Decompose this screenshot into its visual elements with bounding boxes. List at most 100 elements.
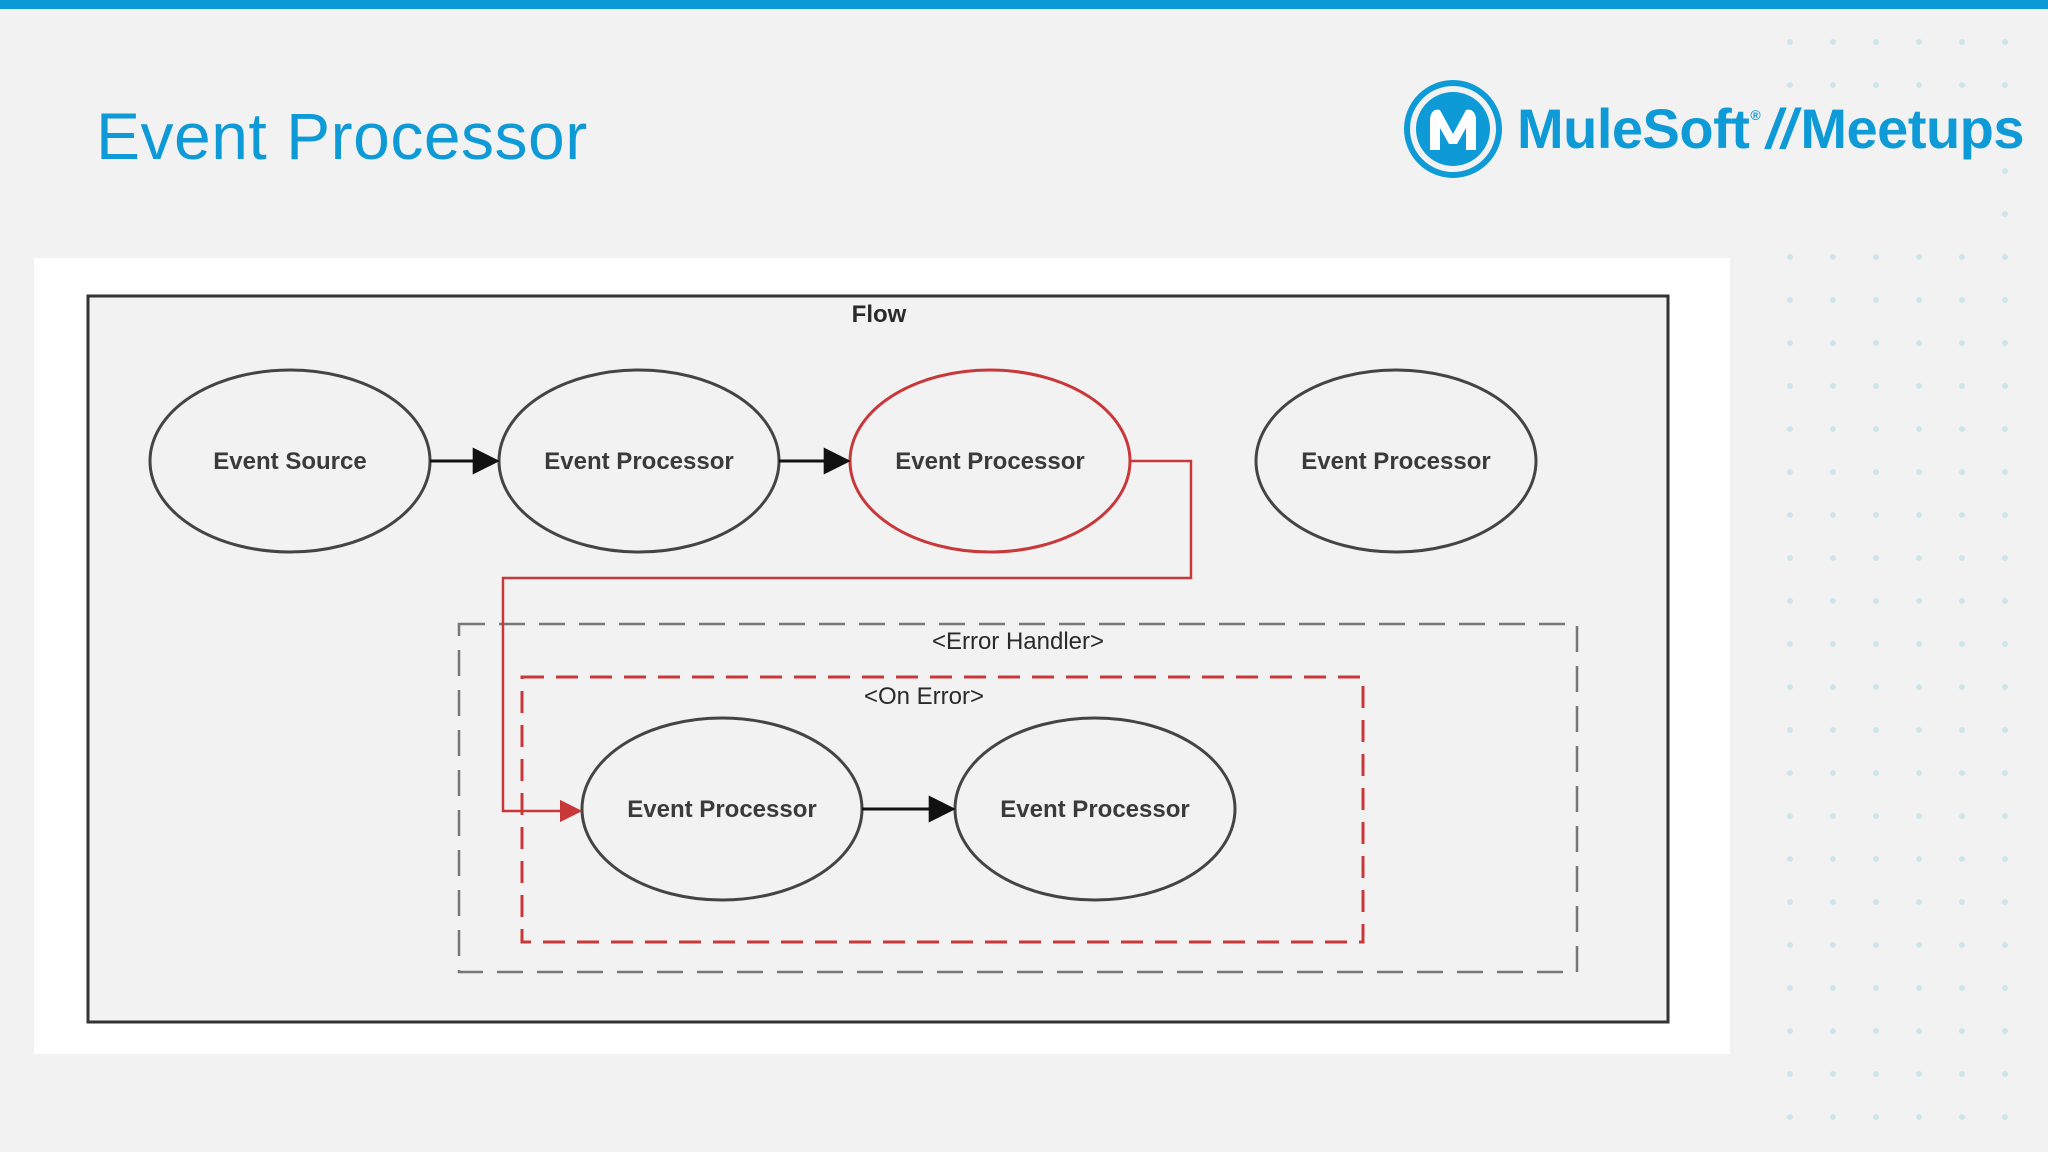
grid-dot <box>1787 383 1793 389</box>
grid-dot <box>1916 985 1922 991</box>
grid-dot <box>1830 985 1836 991</box>
grid-dot <box>1959 1114 1965 1120</box>
grid-dot <box>1959 684 1965 690</box>
grid-dot <box>1830 512 1836 518</box>
grid-dot <box>1787 727 1793 733</box>
grid-dot <box>1916 383 1922 389</box>
event-processor-label-1: Event Processor <box>544 448 733 475</box>
grid-dot <box>2002 985 2008 991</box>
grid-dot <box>1916 297 1922 303</box>
grid-dot <box>1873 555 1879 561</box>
grid-dot <box>1873 813 1879 819</box>
error-event-processor-label-1: Event Processor <box>627 796 816 823</box>
grid-dot <box>1959 641 1965 647</box>
logo-wordmark: MuleSoft®//Meetups <box>1517 96 2025 161</box>
error-handler-label: <Error Handler> <box>932 628 1104 655</box>
grid-dot <box>1830 469 1836 475</box>
grid-dot <box>2002 512 2008 518</box>
grid-dot <box>1916 512 1922 518</box>
grid-dot <box>1873 770 1879 776</box>
grid-dot <box>2002 899 2008 905</box>
grid-dot <box>1873 856 1879 862</box>
grid-dot <box>2002 770 2008 776</box>
grid-dot <box>1873 641 1879 647</box>
on-error-container <box>520 675 1365 944</box>
grid-dot <box>1959 598 1965 604</box>
grid-dot <box>1959 297 1965 303</box>
grid-dot <box>1787 426 1793 432</box>
grid-dot <box>1916 39 1922 45</box>
grid-dot <box>1787 598 1793 604</box>
grid-dot <box>1959 426 1965 432</box>
grid-dot <box>1916 340 1922 346</box>
grid-dot <box>1959 985 1965 991</box>
flow-label: Flow <box>852 301 907 328</box>
grid-dot <box>1787 641 1793 647</box>
grid-dot <box>1916 1071 1922 1077</box>
grid-dot <box>1787 1114 1793 1120</box>
grid-dot <box>1916 426 1922 432</box>
grid-dot <box>2002 254 2008 260</box>
grid-dot <box>1873 39 1879 45</box>
grid-dot <box>1873 297 1879 303</box>
grid-dot <box>2002 469 2008 475</box>
dot-grid-decoration <box>1787 39 2008 1120</box>
grid-dot <box>1959 899 1965 905</box>
mulesoft-m-icon <box>1404 80 1502 178</box>
grid-dot <box>1959 727 1965 733</box>
grid-dot <box>1787 770 1793 776</box>
diagram-card: Flow <Error Handler> <On Error> Event So… <box>34 258 1730 1054</box>
grid-dot <box>1787 684 1793 690</box>
grid-dot <box>1916 555 1922 561</box>
grid-dot <box>1916 684 1922 690</box>
grid-dot <box>2002 856 2008 862</box>
grid-dot <box>1787 899 1793 905</box>
grid-dot <box>1830 598 1836 604</box>
grid-dot <box>1873 1071 1879 1077</box>
grid-dot <box>1916 856 1922 862</box>
grid-dot <box>1959 813 1965 819</box>
grid-dot <box>1916 1114 1922 1120</box>
grid-dot <box>1873 942 1879 948</box>
event-processor-label-4: Event Processor <box>1301 448 1490 475</box>
grid-dot <box>1916 641 1922 647</box>
grid-dot <box>1916 813 1922 819</box>
grid-dot <box>1873 598 1879 604</box>
grid-dot <box>1959 512 1965 518</box>
grid-dot <box>2002 340 2008 346</box>
grid-dot <box>1830 426 1836 432</box>
grid-dot <box>1787 340 1793 346</box>
grid-dot <box>2002 297 2008 303</box>
grid-dot <box>1787 297 1793 303</box>
grid-dot <box>1830 297 1836 303</box>
grid-dot <box>1959 254 1965 260</box>
grid-dot <box>1830 555 1836 561</box>
grid-dot <box>1830 641 1836 647</box>
grid-dot <box>1873 340 1879 346</box>
grid-dot <box>2002 1071 2008 1077</box>
grid-dot <box>2002 426 2008 432</box>
grid-dot <box>1787 942 1793 948</box>
grid-dot <box>1830 39 1836 45</box>
grid-dot <box>1787 469 1793 475</box>
flow-diagram: Flow <Error Handler> <On Error> Event So… <box>86 294 1670 1024</box>
grid-dot <box>1830 254 1836 260</box>
grid-dot <box>1787 985 1793 991</box>
event-source-label: Event Source <box>213 448 366 475</box>
grid-dot <box>1959 555 1965 561</box>
grid-dot <box>1959 469 1965 475</box>
grid-dot <box>1830 1071 1836 1077</box>
grid-dot <box>1873 512 1879 518</box>
top-accent-bar <box>0 0 2048 9</box>
grid-dot <box>1959 383 1965 389</box>
grid-dot <box>2002 598 2008 604</box>
grid-dot <box>1787 555 1793 561</box>
grid-dot <box>1873 469 1879 475</box>
grid-dot <box>1959 39 1965 45</box>
grid-dot <box>1787 1071 1793 1077</box>
logo-product: Meetups <box>1800 97 2025 160</box>
grid-dot <box>1830 899 1836 905</box>
grid-dot <box>1830 813 1836 819</box>
grid-dot <box>1787 856 1793 862</box>
grid-dot <box>1873 426 1879 432</box>
